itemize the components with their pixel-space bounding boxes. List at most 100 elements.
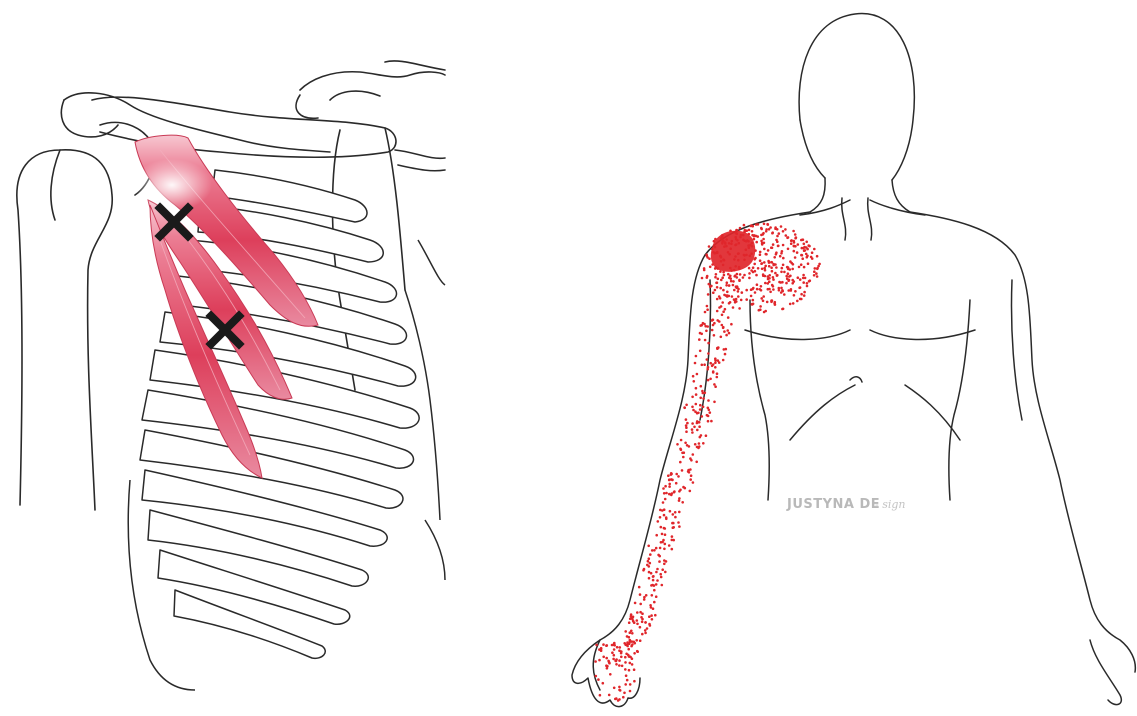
body-outline — [572, 14, 1135, 707]
pain-dot — [706, 254, 709, 257]
pain-dot — [723, 348, 726, 351]
pain-dot — [785, 234, 788, 237]
scapula-bone — [64, 93, 330, 152]
pain-dot — [791, 279, 794, 282]
pain-dot — [813, 274, 816, 277]
pain-dot — [665, 516, 668, 519]
pain-dot — [731, 295, 734, 298]
pain-dot — [663, 492, 666, 495]
pain-dot — [623, 692, 626, 695]
pain-dot — [691, 428, 694, 431]
pain-dot — [594, 660, 597, 663]
pain-dot — [789, 275, 792, 278]
pain-dot — [709, 285, 712, 288]
pain-dot — [760, 289, 763, 292]
pain-dot — [633, 641, 636, 644]
pain-dot — [635, 639, 638, 642]
pain-dot — [811, 251, 814, 254]
pain-dot — [801, 254, 804, 257]
pain-dot — [709, 362, 712, 365]
pain-dot — [781, 267, 784, 270]
pain-dot — [641, 621, 644, 624]
pain-dot — [618, 659, 621, 662]
pain-dot — [713, 334, 716, 337]
pain-dot — [706, 276, 709, 279]
pain-dot — [767, 278, 770, 281]
pain-dot — [808, 245, 811, 248]
pain-dot — [708, 245, 711, 248]
pain-dot — [790, 242, 793, 245]
pain-dot — [703, 363, 706, 366]
pain-dot — [643, 596, 646, 599]
pain-dot — [781, 290, 784, 293]
pain-dot — [648, 623, 651, 626]
pain-dot — [634, 602, 637, 605]
pain-dot — [714, 289, 717, 292]
pain-dot — [774, 301, 777, 304]
pain-dot — [772, 263, 775, 266]
pain-dot — [650, 614, 653, 617]
pain-dot — [698, 338, 701, 341]
pain-dot — [626, 645, 629, 648]
pain-dot — [606, 644, 609, 647]
pain-dot — [702, 397, 705, 400]
pain-dot — [759, 259, 762, 262]
pain-dot — [748, 272, 751, 275]
pain-dot — [713, 401, 716, 404]
pain-dot — [664, 543, 667, 546]
pain-dot — [642, 569, 645, 572]
pain-dot — [716, 281, 719, 284]
pain-dot — [685, 430, 688, 433]
pain-dot — [732, 306, 735, 309]
pain-dot — [722, 359, 725, 362]
pain-dot — [709, 411, 712, 414]
pain-dot — [655, 583, 658, 586]
pain-dot — [721, 314, 724, 317]
pain-dot — [755, 241, 758, 244]
pain-dot — [692, 453, 695, 456]
pain-dot — [668, 485, 671, 488]
pain-dot — [725, 284, 728, 287]
pain-dot — [615, 663, 618, 666]
pain-dot — [816, 268, 819, 271]
pain-dot — [674, 511, 677, 514]
pain-dot — [697, 412, 700, 415]
pain-dot — [678, 511, 681, 514]
pain-dot — [772, 288, 775, 291]
pain-dot — [653, 549, 656, 552]
pain-dot — [671, 522, 674, 525]
pain-dot — [633, 652, 636, 655]
pain-dot — [649, 553, 652, 556]
pain-dot — [792, 302, 795, 305]
pain-dot — [740, 299, 743, 302]
pain-dot — [816, 255, 819, 258]
pain-dot — [810, 256, 813, 259]
pain-dot — [750, 288, 753, 291]
pain-dot — [794, 256, 797, 259]
pain-dot — [650, 584, 653, 587]
pain-dot — [668, 478, 671, 481]
pain-dot — [662, 501, 665, 504]
pain-dot — [783, 293, 786, 296]
pain-dot — [704, 392, 707, 395]
pain-dot — [782, 308, 785, 311]
pain-dot — [681, 501, 684, 504]
pain-dot — [694, 362, 697, 365]
pain-dot — [636, 611, 639, 614]
pain-dot — [618, 689, 621, 692]
pain-dot — [605, 657, 608, 660]
pain-dot — [722, 310, 725, 313]
pain-dot — [776, 274, 779, 277]
pain-dot — [689, 457, 692, 460]
pain-dot — [706, 358, 709, 361]
pain-dot — [725, 294, 728, 297]
pain-dot — [727, 316, 730, 319]
pain-dot — [661, 584, 664, 587]
pain-dot — [627, 648, 630, 651]
pain-dot — [599, 694, 602, 697]
pain-dot — [714, 359, 717, 362]
pain-dot — [769, 291, 772, 294]
pain-dot — [758, 309, 761, 312]
pain-dot — [730, 323, 733, 326]
pain-dot — [754, 270, 757, 273]
